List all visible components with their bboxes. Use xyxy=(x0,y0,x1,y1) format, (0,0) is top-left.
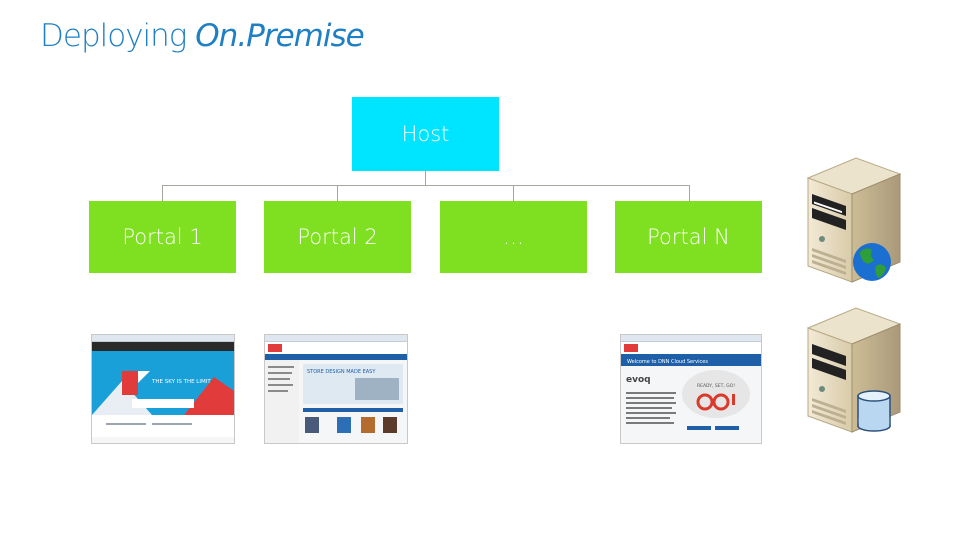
host-label: Host xyxy=(401,122,450,146)
portal-n-logo: evoq xyxy=(626,375,651,385)
portal-n-connector xyxy=(689,185,690,201)
portal-n-badge: READY, SET, GO! xyxy=(697,383,735,389)
page-title: Deploying On.Premise xyxy=(40,18,365,54)
portal-1-banner-text: THE SKY IS THE LIMIT xyxy=(151,379,211,385)
web-server-globe-icon xyxy=(806,157,902,283)
portal-ellipsis-connector xyxy=(513,185,514,201)
portal-n-evoq-graphic: Welcome to DNN Cloud Services evoq READY… xyxy=(621,342,761,430)
portal-ellipsis-label: … xyxy=(503,225,524,249)
portal-2-banner-text: STORE DESIGN MADE EASY xyxy=(307,369,376,375)
portal-n-label: Portal N xyxy=(647,225,730,249)
portal-2-store-graphic: STORE DESIGN MADE EASY xyxy=(265,342,407,443)
portal-2-screenshot: STORE DESIGN MADE EASY xyxy=(264,334,408,444)
portal-n-heading: Welcome to DNN Cloud Services xyxy=(627,359,708,365)
portal-n-box: Portal N xyxy=(615,201,762,273)
portal-1-connector xyxy=(162,185,163,201)
portal-2-label: Portal 2 xyxy=(297,225,378,249)
portal-1-box: Portal 1 xyxy=(89,201,236,273)
portal-2-connector xyxy=(337,185,338,201)
host-connector-vertical xyxy=(425,171,426,185)
title-main: Deploying xyxy=(40,18,196,54)
portal-2-box: Portal 2 xyxy=(264,201,411,273)
host-box: Host xyxy=(352,97,499,171)
title-italic: On.Premise xyxy=(195,18,364,54)
database-server-icon xyxy=(806,307,902,433)
portal-1-label: Portal 1 xyxy=(122,225,203,249)
portal-n-screenshot: Welcome to DNN Cloud Services evoq READY… xyxy=(620,334,762,444)
portal-ellipsis-box: … xyxy=(440,201,587,273)
connector-horizontal xyxy=(162,185,689,186)
portal-1-banner-graphic: THE SKY IS THE LIMIT xyxy=(92,351,234,437)
portal-1-screenshot: THE SKY IS THE LIMIT xyxy=(91,334,235,444)
